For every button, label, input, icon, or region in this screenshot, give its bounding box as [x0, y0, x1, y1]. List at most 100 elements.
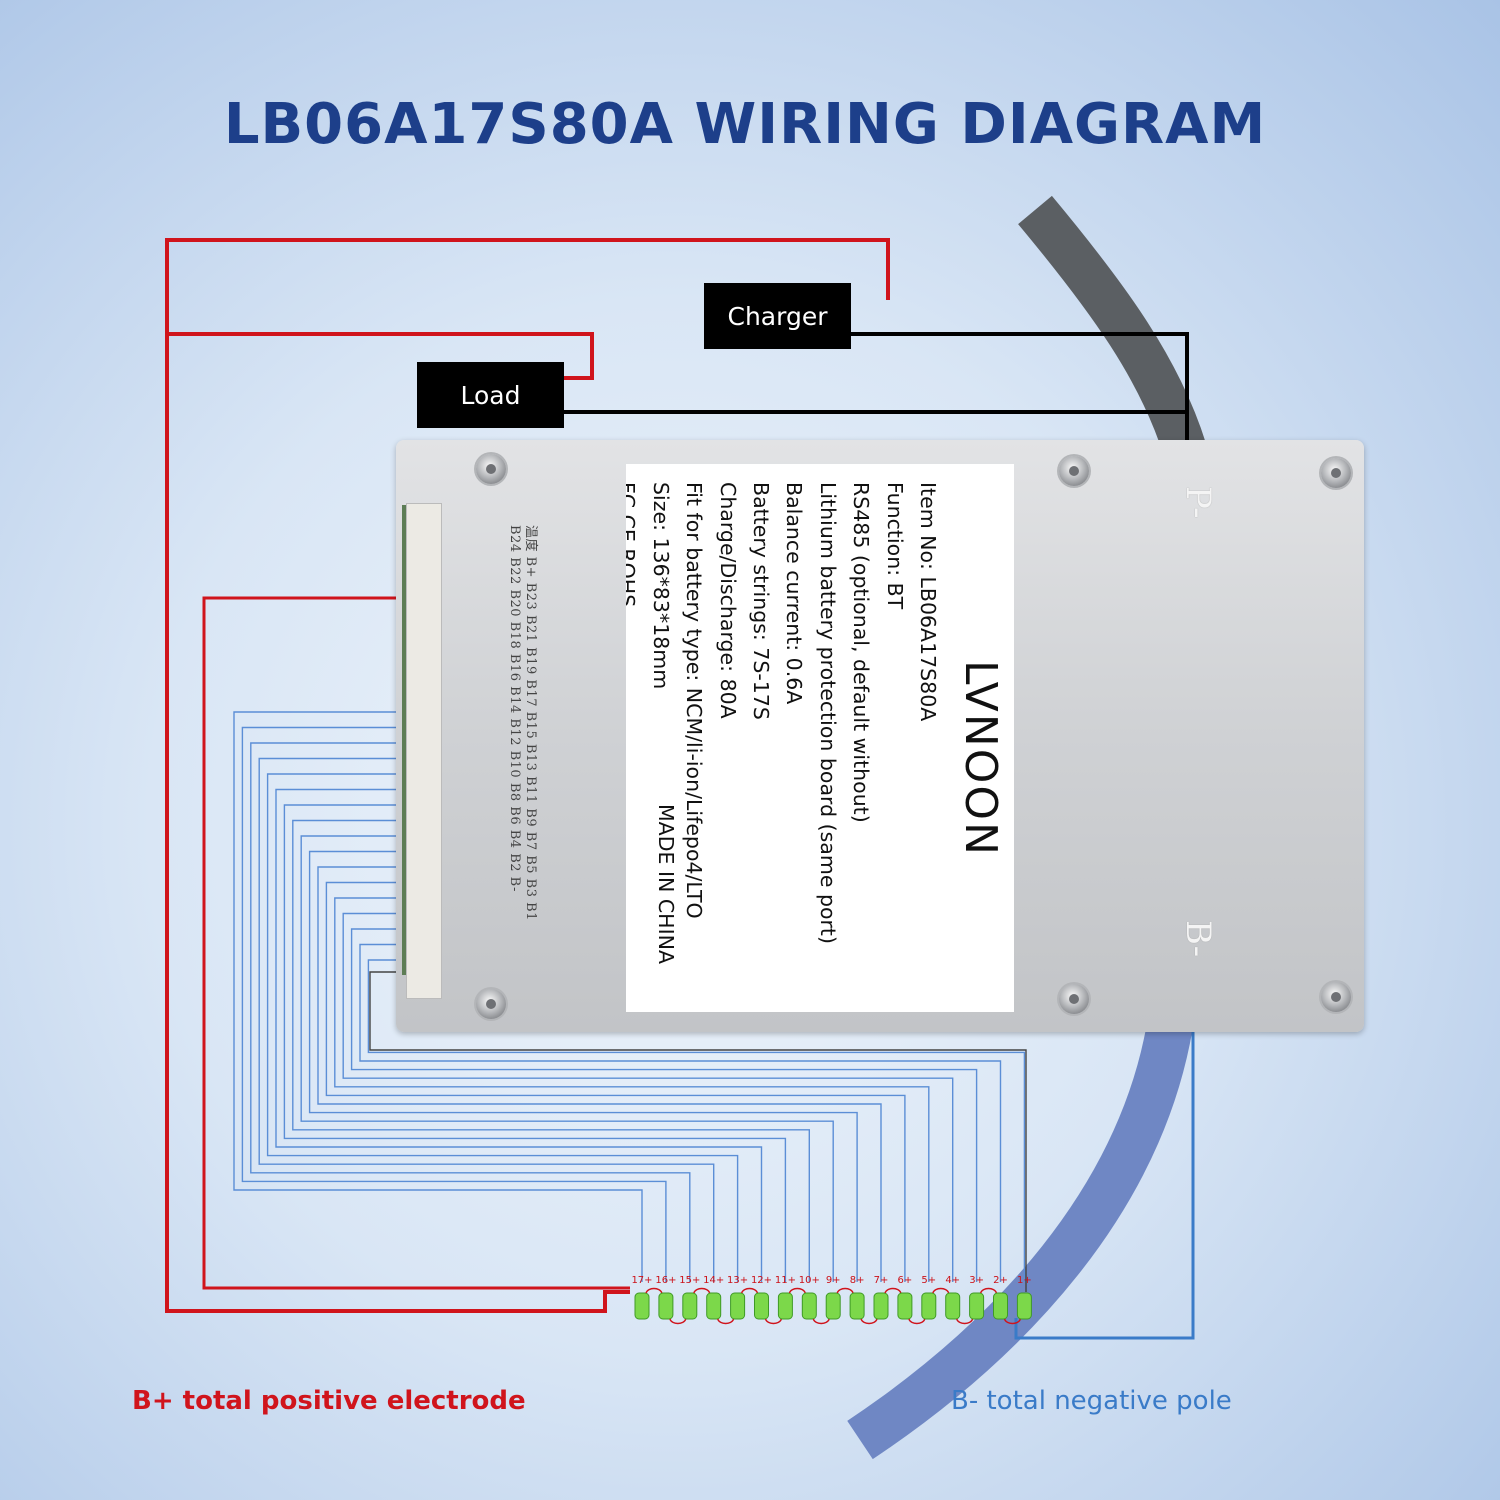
balance-wire	[283, 804, 787, 1282]
load-box: Load	[417, 362, 564, 428]
negative-caption: B- total negative pole	[951, 1386, 1232, 1416]
balance-wires	[233, 711, 1027, 1292]
red-wire-charger	[165, 238, 890, 1313]
made-in-label: MADE IN CHINA	[654, 804, 678, 964]
cell-link	[908, 1318, 926, 1325]
brand-logo: LVNOON	[955, 660, 1006, 857]
battery-cell	[706, 1292, 722, 1320]
cell-link	[740, 1287, 759, 1294]
balance-wire	[250, 742, 691, 1282]
black-wire-charger	[850, 332, 1189, 472]
spec-line: Balance current: 0.6A	[782, 482, 807, 705]
battery-cell	[969, 1292, 985, 1320]
screw-icon	[1321, 982, 1351, 1012]
pin-row-top: 温度 B+ B23 B21 B19 B17 B15 B13 B11 B9 B7 …	[523, 525, 538, 921]
balance-wire	[300, 835, 834, 1282]
balance-wire	[334, 897, 930, 1282]
b-minus-sense-wire	[369, 971, 1027, 1292]
balance-wire	[292, 819, 810, 1282]
cell-label: 11+	[775, 1275, 796, 1286]
balance-wire	[241, 726, 667, 1282]
balance-wire	[308, 850, 858, 1282]
cell-label: 16+	[655, 1275, 676, 1286]
cell-link	[669, 1318, 687, 1325]
spec-line: Fit for battery type: NCM/li-ion/Lifepo4…	[682, 482, 707, 919]
balance-wire	[275, 788, 763, 1282]
spec-line: Function: BT	[882, 482, 907, 610]
p-minus-mark: P-	[1178, 486, 1218, 519]
screw-icon	[1321, 458, 1351, 488]
cell-label: 1+	[1017, 1275, 1032, 1286]
cell-link	[956, 1318, 974, 1325]
balance-wire	[359, 943, 1002, 1282]
pin-row-bottom: B24 B22 B20 B18 B16 B14 B12 B10 B8 B6 B4…	[507, 525, 522, 892]
battery-cell	[825, 1292, 841, 1320]
b-cable	[847, 1021, 1193, 1460]
cell-label: 7+	[874, 1275, 889, 1286]
battery-cell	[658, 1292, 674, 1320]
positive-caption: B+ total positive electrode	[132, 1386, 526, 1416]
balance-wire	[233, 711, 643, 1282]
screw-icon	[476, 989, 506, 1019]
spec-label: LVNOON Item No: LB06A17S80A Function: BT…	[626, 464, 1014, 1012]
cell-link	[717, 1318, 735, 1325]
cell-label: 2+	[993, 1275, 1008, 1286]
screw-icon	[1059, 456, 1089, 486]
cell-label: 3+	[969, 1275, 984, 1286]
cell-link	[1003, 1318, 1022, 1325]
balance-wire	[317, 866, 882, 1282]
spec-line: FC CE ROHS	[626, 482, 640, 608]
pin-labels: 温度 B+ B23 B21 B19 B17 B15 B13 B11 B9 B7 …	[458, 525, 544, 975]
battery-cell	[945, 1292, 961, 1320]
battery-cell	[777, 1292, 793, 1320]
battery-cell	[682, 1292, 698, 1320]
charger-label: Charger	[727, 301, 828, 331]
charger-box: Charger	[704, 283, 851, 349]
cell-link	[932, 1287, 950, 1294]
spec-line: Charge/Discharge: 80A	[715, 482, 740, 719]
blue-wire-negative	[1014, 998, 1195, 1340]
battery-cell	[754, 1292, 769, 1320]
cell-link	[788, 1287, 806, 1294]
spec-line: RS485 (optional, default without)	[849, 482, 874, 823]
cell-label: 14+	[703, 1275, 724, 1286]
battery-cell	[634, 1292, 650, 1320]
cell-link	[693, 1287, 711, 1294]
cell-label: 10+	[799, 1275, 820, 1286]
balance-wire	[258, 757, 715, 1282]
battery-cell	[849, 1292, 865, 1320]
battery-cell	[801, 1292, 817, 1320]
battery-cells: 17+16+15+14+13+12+11+10+9+8+7+6+5+4+3+2+…	[631, 1275, 1032, 1325]
battery-cell	[873, 1292, 889, 1320]
cell-link	[812, 1318, 830, 1325]
spec-line: Item No: LB06A17S80A	[916, 482, 940, 722]
battery-cell	[921, 1292, 937, 1320]
cell-link	[860, 1318, 878, 1325]
balance-wire	[266, 773, 739, 1282]
red-wire-load	[167, 332, 594, 380]
balance-wire	[325, 881, 906, 1282]
b-minus-mark: B-	[1178, 920, 1218, 958]
battery-cell	[993, 1292, 1008, 1320]
cell-label: 9+	[826, 1275, 841, 1286]
battery-cell	[730, 1292, 746, 1320]
cell-label: 5+	[921, 1275, 936, 1286]
battery-cell	[1016, 1292, 1032, 1320]
cell-label: 8+	[850, 1275, 865, 1286]
cell-link	[764, 1318, 783, 1325]
cell-label: 13+	[727, 1275, 748, 1286]
screw-icon	[476, 454, 506, 484]
balance-wire	[367, 959, 1026, 1282]
cell-link	[836, 1287, 854, 1294]
cell-label: 12+	[751, 1275, 772, 1286]
spec-line: Battery strings: 7S-17S	[748, 482, 773, 720]
page-title: LB06A17S80A WIRING DIAGRAM	[223, 92, 1267, 157]
spec-line: Lithium battery protection board (same p…	[815, 482, 840, 944]
cell-label: 4+	[945, 1275, 960, 1286]
cell-link	[884, 1287, 902, 1294]
red-wire-b-plus	[202, 596, 630, 1290]
balance-connector	[406, 503, 442, 999]
screw-icon	[1059, 984, 1089, 1014]
cell-label: 15+	[679, 1275, 700, 1286]
